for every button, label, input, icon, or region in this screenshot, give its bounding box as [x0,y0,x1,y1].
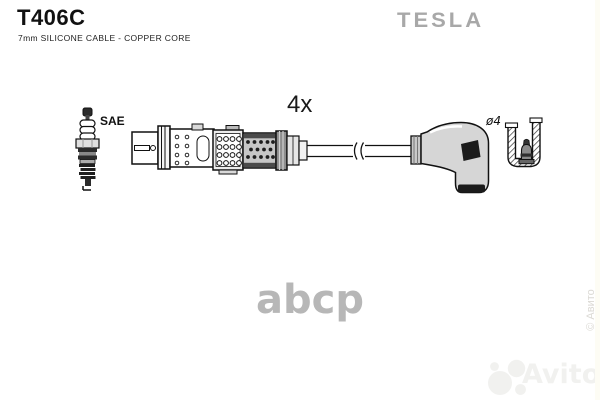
cable-connector-icon [131,123,308,175]
quantity-label: 4x [287,91,313,118]
abcp-watermark: abcp [256,277,364,323]
sae-label: SAE [100,114,125,128]
spark-plug-icon [75,107,100,191]
avito-watermark: Avito [522,359,600,390]
right-edge-strip [595,0,600,400]
terminal-cross-section-icon [504,117,543,168]
elbow-boot-icon [410,121,490,194]
product-subtitle: 7mm SILICONE CABLE - COPPER CORE [18,33,191,43]
terminal-diameter-label: ø4 [486,114,501,128]
tesla-brand-logo: TESLA [397,8,485,32]
part-number: T406C [17,5,86,30]
avito-logo-icon [488,359,526,395]
cable-wire-icon [307,142,411,160]
